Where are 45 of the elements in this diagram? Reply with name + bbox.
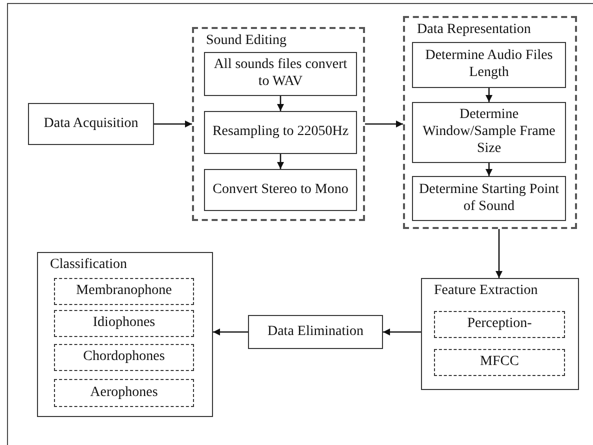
dashed-box xyxy=(54,379,194,407)
group-frame xyxy=(403,16,577,229)
arrow xyxy=(365,120,403,128)
box-label: Resampling to 22050Hz xyxy=(211,124,350,141)
group-frame xyxy=(421,278,579,390)
arrow xyxy=(383,328,421,336)
arrow xyxy=(154,120,192,128)
process-box xyxy=(204,111,357,154)
box-label: Data Elimination xyxy=(266,324,365,340)
box-label: Determine Starting Point of Sound xyxy=(418,182,560,216)
box-label: Data Acquisition xyxy=(42,116,140,132)
process-box xyxy=(28,103,154,145)
process-box xyxy=(412,176,566,221)
process-box xyxy=(412,42,566,88)
box-label: Determine Audio Files Length xyxy=(424,48,554,82)
process-box xyxy=(412,102,566,163)
box-label: Convert Stereo to Mono xyxy=(212,182,350,198)
process-box xyxy=(204,169,357,211)
group-title: Feature Extraction xyxy=(434,282,538,300)
process-box xyxy=(248,315,383,349)
group-title: Sound Editing xyxy=(206,32,287,50)
dashed-box xyxy=(434,349,565,376)
box-label: Membranophone xyxy=(75,283,173,300)
group-title: Data Representation xyxy=(417,21,531,38)
dashed-box xyxy=(54,344,194,371)
group-title: Classification xyxy=(50,256,127,274)
arrow xyxy=(496,229,502,278)
arrow xyxy=(277,96,284,111)
box-label: Chordophones xyxy=(82,349,166,366)
arrow xyxy=(486,163,492,176)
dashed-box xyxy=(54,310,194,337)
group-frame xyxy=(37,252,213,417)
box-label: MFCC xyxy=(479,354,520,371)
box-label: Perception- xyxy=(466,316,533,333)
arrow xyxy=(277,154,284,169)
dashed-box xyxy=(54,278,194,305)
arrow xyxy=(213,328,248,336)
process-box xyxy=(204,52,357,96)
group-frame xyxy=(192,27,365,221)
box-label: Idiophones xyxy=(92,315,156,332)
box-label: Determine Window/Sample Frame Size xyxy=(422,107,556,158)
box-label: Aerophones xyxy=(89,384,159,402)
dashed-box xyxy=(434,311,565,338)
box-label: All sounds files convert to WAV xyxy=(212,57,348,91)
arrow xyxy=(486,88,492,102)
